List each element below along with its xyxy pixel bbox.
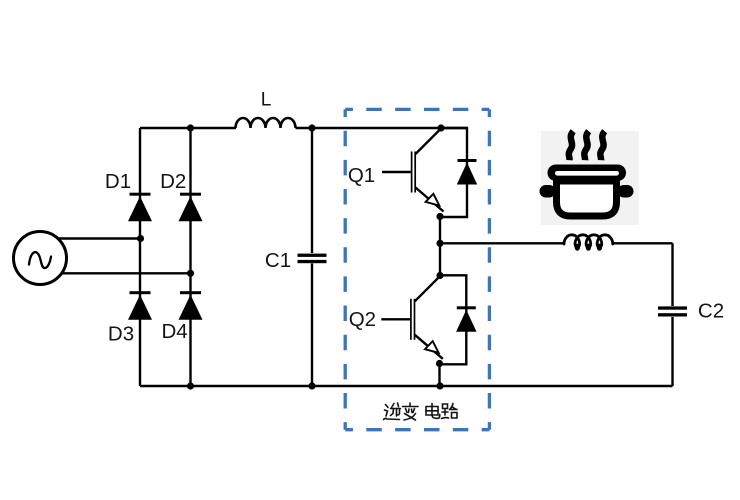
svg-text:D3: D3 [108, 323, 134, 346]
svg-text:D1: D1 [105, 170, 131, 193]
svg-text:C1: C1 [265, 249, 291, 272]
svg-text:D4: D4 [161, 320, 187, 343]
svg-text:D2: D2 [160, 170, 186, 193]
svg-text:Q1: Q1 [348, 164, 375, 187]
svg-text:Q2: Q2 [349, 308, 376, 331]
svg-text:C2: C2 [698, 299, 724, 322]
svg-text:L: L [261, 90, 272, 111]
